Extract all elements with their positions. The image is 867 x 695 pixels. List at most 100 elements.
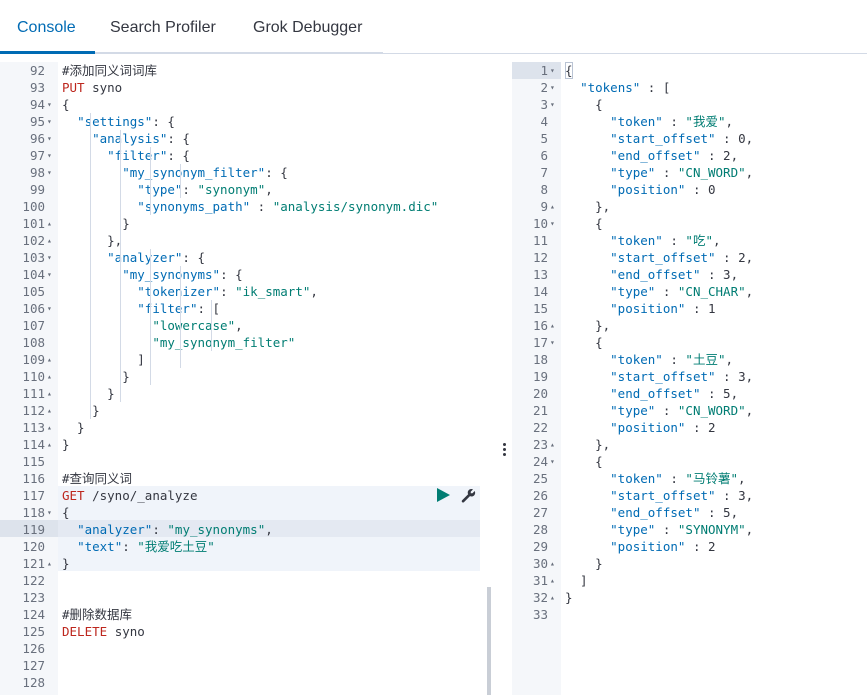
response-code: }, — [565, 199, 611, 214]
response-line-number: 11 — [532, 233, 548, 248]
fold-close-icon[interactable]: ▴ — [47, 219, 52, 228]
response-line-number: 21 — [532, 403, 548, 418]
fold-close-icon[interactable]: ▴ — [550, 593, 555, 602]
request-line: 101▴ } — [0, 215, 497, 232]
request-line: 104▾ "my_synonyms": { — [0, 266, 497, 283]
request-line: 122 — [0, 572, 497, 589]
request-line: 118▾{ — [0, 504, 497, 521]
fold-close-icon[interactable]: ▴ — [550, 440, 555, 449]
response-line: 32▴} — [512, 589, 867, 606]
request-line: 112▴ } — [0, 402, 497, 419]
fold-close-icon[interactable]: ▴ — [47, 423, 52, 432]
response-code: } — [565, 556, 603, 571]
fold-open-icon[interactable]: ▾ — [47, 508, 52, 517]
request-line-number: 114 — [22, 437, 45, 452]
request-line: 92#添加同义词词库 — [0, 62, 497, 79]
response-line-number: 9 — [540, 199, 548, 214]
response-code: }, — [565, 318, 611, 333]
play-icon[interactable] — [436, 488, 450, 502]
response-code: "end_offset" : 5, — [610, 505, 739, 520]
response-code: "token" : "马铃薯", — [610, 471, 746, 486]
request-line-number: 115 — [22, 454, 45, 469]
response-line: 7 "type" : "CN_WORD", — [512, 164, 867, 181]
fold-open-icon[interactable]: ▾ — [550, 338, 555, 347]
response-line: 31▴ ] — [512, 572, 867, 589]
response-line-number: 23 — [532, 437, 548, 452]
fold-open-icon[interactable]: ▾ — [550, 219, 555, 228]
request-code: GET /syno/_analyze — [62, 488, 198, 503]
request-line-number: 112 — [22, 403, 45, 418]
request-line-number: 121 — [22, 556, 45, 571]
request-code: } — [62, 437, 70, 452]
request-code: } — [62, 386, 115, 401]
fold-open-icon[interactable]: ▾ — [550, 457, 555, 466]
tab-grok-debugger[interactable]: Grok Debugger — [253, 19, 363, 36]
response-line-number: 32 — [532, 590, 548, 605]
request-code: "type": "synonym", — [137, 182, 273, 197]
fold-close-icon[interactable]: ▴ — [47, 406, 52, 415]
fold-open-icon[interactable]: ▾ — [47, 168, 52, 177]
request-line: 106▾ "filter": [ — [0, 300, 497, 317]
response-code: "type" : "SYNONYM", — [610, 522, 754, 537]
indent-guide — [210, 300, 212, 351]
fold-open-icon[interactable]: ▾ — [47, 253, 52, 262]
wrench-icon[interactable] — [461, 488, 476, 503]
indent-guide — [180, 266, 182, 368]
fold-close-icon[interactable]: ▴ — [47, 559, 52, 568]
request-line: 103▾ "analyzer": { — [0, 249, 497, 266]
fold-open-icon[interactable]: ▾ — [47, 134, 52, 143]
request-line-number: 118 — [22, 505, 45, 520]
fold-open-icon[interactable]: ▾ — [550, 83, 555, 92]
request-line: 97▾ "filter": { — [0, 147, 497, 164]
fold-open-icon[interactable]: ▾ — [47, 100, 52, 109]
response-line: 14 "type" : "CN_CHAR", — [512, 283, 867, 300]
fold-open-icon[interactable]: ▾ — [47, 270, 52, 279]
request-code: "text": "我爱吃土豆" — [77, 539, 215, 554]
fold-close-icon[interactable]: ▴ — [47, 372, 52, 381]
response-line: 3▾ { — [512, 96, 867, 113]
request-line-number: 108 — [22, 335, 45, 350]
fold-open-icon[interactable]: ▾ — [550, 66, 555, 75]
response-editor-lines: 1▾{2▾ "tokens" : [3▾ {4 "token" : "我爱",5… — [512, 62, 867, 623]
tab-search-profiler[interactable]: Search Profiler — [110, 19, 216, 36]
fold-close-icon[interactable]: ▴ — [550, 202, 555, 211]
indent-guide — [150, 249, 152, 385]
response-line-number: 18 — [532, 352, 548, 367]
response-code: { — [565, 97, 603, 112]
indent-guide — [180, 164, 182, 198]
fold-close-icon[interactable]: ▴ — [550, 576, 555, 585]
request-editor-scrollbar[interactable] — [487, 587, 491, 695]
tab-console[interactable]: Console — [17, 19, 76, 36]
tab-separator — [0, 52, 383, 53]
fold-close-icon[interactable]: ▴ — [47, 236, 52, 245]
fold-open-icon[interactable]: ▾ — [47, 117, 52, 126]
response-line-number: 22 — [532, 420, 548, 435]
response-line-number: 5 — [540, 131, 548, 146]
response-line-number: 16 — [532, 318, 548, 333]
indent-guide — [120, 130, 122, 402]
request-line-number: 105 — [22, 284, 45, 299]
request-code: } — [62, 556, 70, 571]
fold-open-icon[interactable]: ▾ — [47, 151, 52, 160]
request-line: 95▾ "settings": { — [0, 113, 497, 130]
response-line: 22 "position" : 2 — [512, 419, 867, 436]
drag-handle-icon[interactable] — [503, 443, 506, 459]
request-line: 113▴ } — [0, 419, 497, 436]
fold-close-icon[interactable]: ▴ — [550, 559, 555, 568]
fold-close-icon[interactable]: ▴ — [47, 440, 52, 449]
response-line-number: 12 — [532, 250, 548, 265]
response-line: 15 "position" : 1 — [512, 300, 867, 317]
request-line-number: 116 — [22, 471, 45, 486]
fold-close-icon[interactable]: ▴ — [47, 389, 52, 398]
fold-close-icon[interactable]: ▴ — [47, 355, 52, 364]
fold-open-icon[interactable]: ▾ — [47, 304, 52, 313]
fold-open-icon[interactable]: ▾ — [550, 100, 555, 109]
fold-close-icon[interactable]: ▴ — [550, 321, 555, 330]
response-code: { — [565, 63, 573, 78]
request-line-number: 92 — [29, 63, 45, 78]
request-line: 121▴} — [0, 555, 497, 572]
request-line-number: 125 — [22, 624, 45, 639]
response-editor[interactable]: 1▾{2▾ "tokens" : [3▾ {4 "token" : "我爱",5… — [512, 62, 867, 695]
